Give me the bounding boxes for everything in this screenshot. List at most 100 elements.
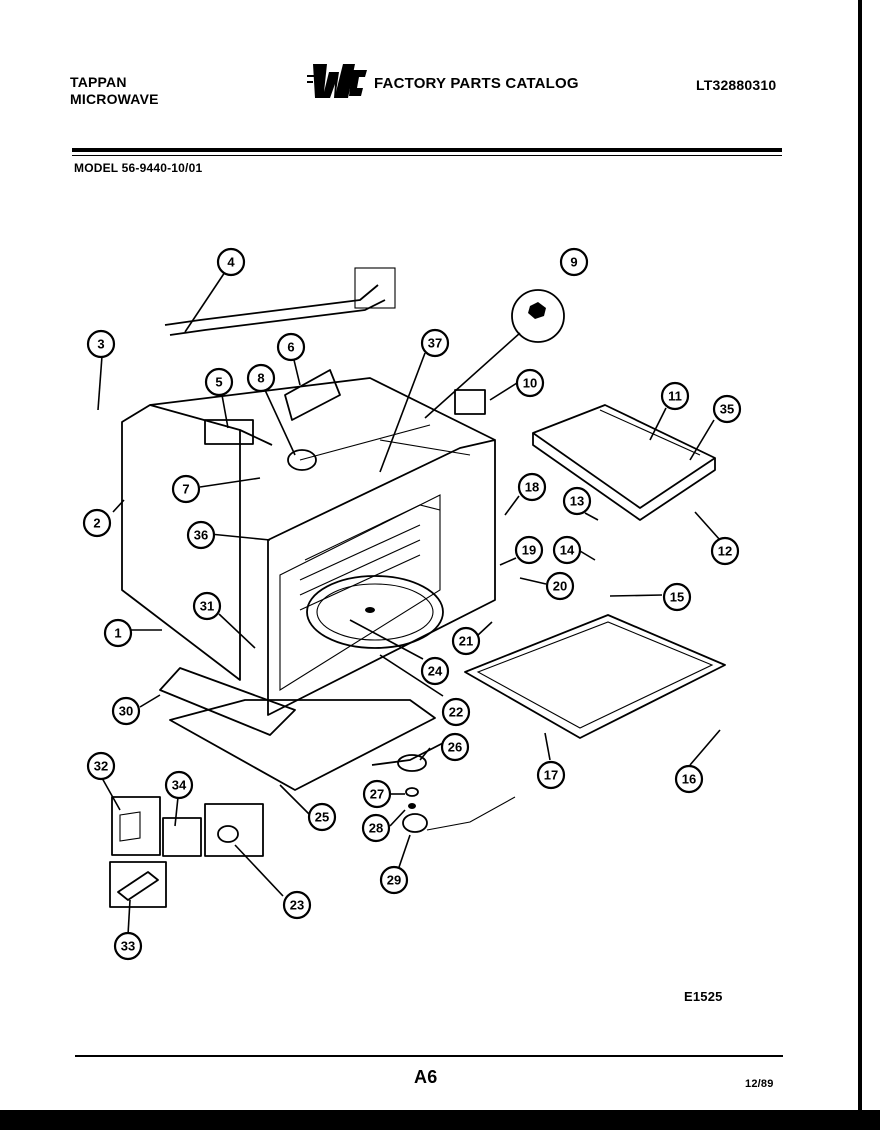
callout-label-34: 34	[172, 778, 187, 793]
revision-date: 12/89	[745, 1078, 774, 1090]
callout-30: 30	[111, 696, 141, 726]
callout-34: 34	[164, 770, 194, 800]
base-plate-part	[159, 667, 436, 791]
callout-label-17: 17	[544, 768, 558, 783]
callout-label-31: 31	[200, 599, 214, 614]
callout-label-29: 29	[387, 873, 401, 888]
callout-label-26: 26	[448, 740, 462, 755]
callout-17: 17	[536, 760, 566, 790]
callout-label-12: 12	[718, 544, 732, 559]
top-bracket-part	[164, 267, 396, 336]
callout-10: 10	[515, 368, 545, 398]
page-border-bottom	[0, 1110, 880, 1130]
cavity-front-frame	[267, 439, 496, 716]
callout-9: 9	[559, 247, 589, 277]
leader-lines	[97, 271, 721, 936]
callout-label-7: 7	[182, 482, 189, 497]
callout-22: 22	[441, 697, 471, 727]
callout-label-16: 16	[682, 772, 696, 787]
callout-37: 37	[420, 328, 450, 358]
callout-label-15: 15	[670, 590, 684, 605]
small-parts-boxes	[109, 796, 264, 908]
callout-36: 36	[186, 520, 216, 550]
callout-6: 6	[276, 332, 306, 362]
callout-16: 16	[674, 764, 704, 794]
callout-31: 31	[192, 591, 222, 621]
model-number: MODEL 56-9440-10/01	[74, 161, 203, 175]
callout-label-10: 10	[523, 376, 537, 391]
callout-35: 35	[712, 394, 742, 424]
callout-29: 29	[379, 865, 409, 895]
footer-rule	[75, 1055, 783, 1057]
switch-part	[454, 389, 486, 415]
callout-label-32: 32	[94, 759, 108, 774]
callout-label-2: 2	[93, 516, 100, 531]
callout-14: 14	[552, 535, 582, 565]
callout-20: 20	[545, 571, 575, 601]
callout-13: 13	[562, 486, 592, 516]
callout-25: 25	[307, 802, 337, 832]
page-number: A6	[414, 1067, 438, 1087]
callout-label-5: 5	[215, 375, 222, 390]
callout-label-11: 11	[668, 389, 682, 404]
callout-label-14: 14	[560, 543, 575, 558]
brand-line-1: TAPPAN	[70, 74, 127, 90]
callout-28: 28	[361, 813, 391, 843]
catalog-number: LT32880310	[696, 77, 777, 93]
callout-label-21: 21	[459, 634, 473, 649]
callout-32: 32	[86, 751, 116, 781]
callout-2: 2	[82, 508, 112, 538]
callout-label-8: 8	[257, 371, 264, 386]
fan-assembly-part	[371, 741, 516, 833]
callout-label-35: 35	[720, 402, 734, 417]
callout-label-37: 37	[428, 336, 442, 351]
detail-circle-part	[424, 289, 565, 419]
callout-label-30: 30	[119, 704, 133, 719]
callout-15: 15	[662, 582, 692, 612]
header-rule-thin	[72, 155, 782, 156]
callout-label-36: 36	[194, 528, 208, 543]
callout-label-27: 27	[370, 787, 384, 802]
callout-8: 8	[246, 363, 276, 393]
callout-label-3: 3	[97, 337, 104, 352]
callout-1: 1	[103, 618, 133, 648]
callout-5: 5	[204, 367, 234, 397]
callout-label-20: 20	[553, 579, 567, 594]
callout-label-9: 9	[570, 255, 577, 270]
brand-block: TAPPAN MICROWAVE	[70, 74, 159, 108]
callout-19: 19	[514, 535, 544, 565]
callout-18: 18	[517, 472, 547, 502]
callout-label-6: 6	[287, 340, 294, 355]
callout-21: 21	[451, 626, 481, 656]
callout-label-4: 4	[227, 255, 235, 270]
callout-7: 7	[171, 474, 201, 504]
brand-line-2: MICROWAVE	[70, 91, 159, 107]
callout-12: 12	[710, 536, 740, 566]
callout-23: 23	[282, 890, 312, 920]
callout-label-13: 13	[570, 494, 584, 509]
callout-label-23: 23	[290, 898, 304, 913]
callout-label-33: 33	[121, 939, 135, 954]
callout-label-25: 25	[315, 810, 329, 825]
callout-label-19: 19	[522, 543, 536, 558]
callout-label-22: 22	[449, 705, 463, 720]
callout-33: 33	[113, 931, 143, 961]
control-panel-part	[532, 404, 716, 521]
callout-11: 11	[660, 381, 690, 411]
callout-4: 4	[216, 247, 246, 277]
top-components	[204, 369, 431, 471]
callout-label-24: 24	[428, 664, 443, 679]
header-rule	[72, 148, 782, 152]
outer-wrapper-part	[121, 377, 496, 681]
cavity-interior	[299, 439, 471, 611]
catalog-title: FACTORY PARTS CATALOG	[374, 75, 579, 92]
page-border-right	[858, 0, 862, 1112]
callout-3: 3	[86, 329, 116, 359]
callout-label-28: 28	[369, 821, 383, 836]
drawing-number: E1525	[684, 989, 723, 1004]
callout-26: 26	[440, 732, 470, 762]
bottom-plate-part	[464, 614, 726, 739]
callout-label-18: 18	[525, 480, 539, 495]
turntable-part	[306, 575, 444, 649]
